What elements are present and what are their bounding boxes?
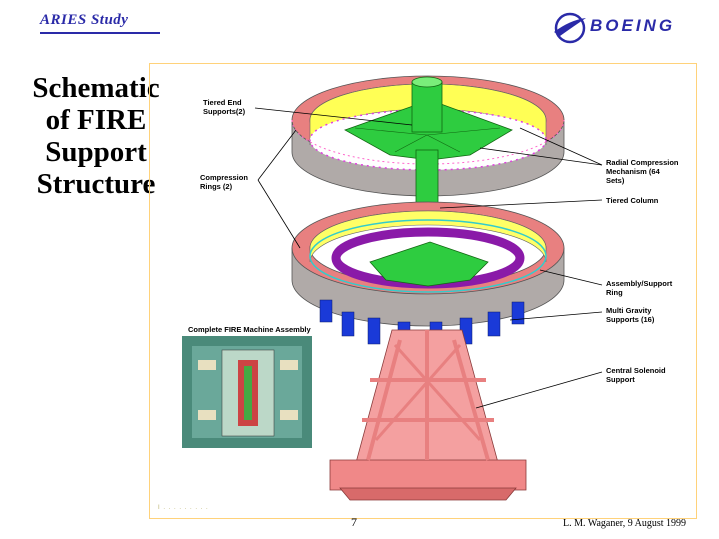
callout-line: Central Solenoid	[606, 366, 666, 375]
title-line: Support	[45, 136, 147, 168]
study-label: ARIES Study	[40, 12, 129, 28]
fire-machine-assembly-image	[182, 336, 312, 448]
callout-line: Tiered Column	[606, 196, 659, 205]
callout-line: Tiered End	[203, 98, 242, 107]
callout-line: Ring	[606, 288, 623, 297]
callout-line: Assembly/Support	[606, 279, 673, 288]
callout-multi-gravity-supports: Multi Gravity Supports (16)	[606, 306, 654, 324]
title-line: Schematic	[32, 72, 160, 104]
callout-tiered-end-supports: Tiered End Supports(2)	[203, 98, 245, 116]
central-solenoid-support	[329, 329, 527, 501]
callout-radial-compression: Radial Compression Mechanism (64 Sets)	[606, 158, 679, 185]
callout-compression-rings: Compression Rings (2)	[200, 173, 248, 191]
author-date: L. M. Waganer, 9 August 1999	[563, 518, 687, 529]
page-number: 7	[351, 515, 357, 529]
callout-line: Support	[606, 375, 635, 384]
callout-line: Multi Gravity	[606, 306, 652, 315]
lower-tiered-end-support	[369, 241, 489, 287]
boeing-logo-text: BOEING	[590, 16, 676, 35]
callout-line: Mechanism (64	[606, 167, 660, 176]
callout-assembly-support-ring: Assembly/Support Ring	[606, 279, 672, 297]
faint-note: I . . . . . . . . .	[158, 505, 209, 511]
callout-line: Rings (2)	[200, 182, 233, 191]
callout-leaders	[254, 107, 603, 409]
slide-title: Schematic of FIRE Support Structure	[16, 72, 176, 200]
callout-line: Sets)	[606, 176, 625, 185]
study-header: ARIES Study	[40, 12, 160, 34]
inset-caption: Complete FIRE Machine Assembly	[188, 325, 311, 334]
boeing-logo: BOEING	[550, 10, 700, 46]
title-line: Structure	[36, 168, 156, 200]
upper-tiered-end-support	[344, 76, 513, 161]
title-line: of FIRE	[45, 104, 147, 136]
callout-line: Radial Compression	[606, 158, 679, 167]
header-underline	[40, 32, 160, 34]
callout-central-solenoid-support: Central Solenoid Support	[606, 366, 666, 384]
callout-line: Supports(2)	[203, 107, 246, 116]
boeing-emblem-icon	[554, 12, 586, 44]
callout-tiered-column: Tiered Column	[606, 196, 658, 205]
callout-line: Supports (16)	[606, 315, 655, 324]
figure-frame	[149, 63, 697, 519]
callout-line: Compression	[200, 173, 248, 182]
